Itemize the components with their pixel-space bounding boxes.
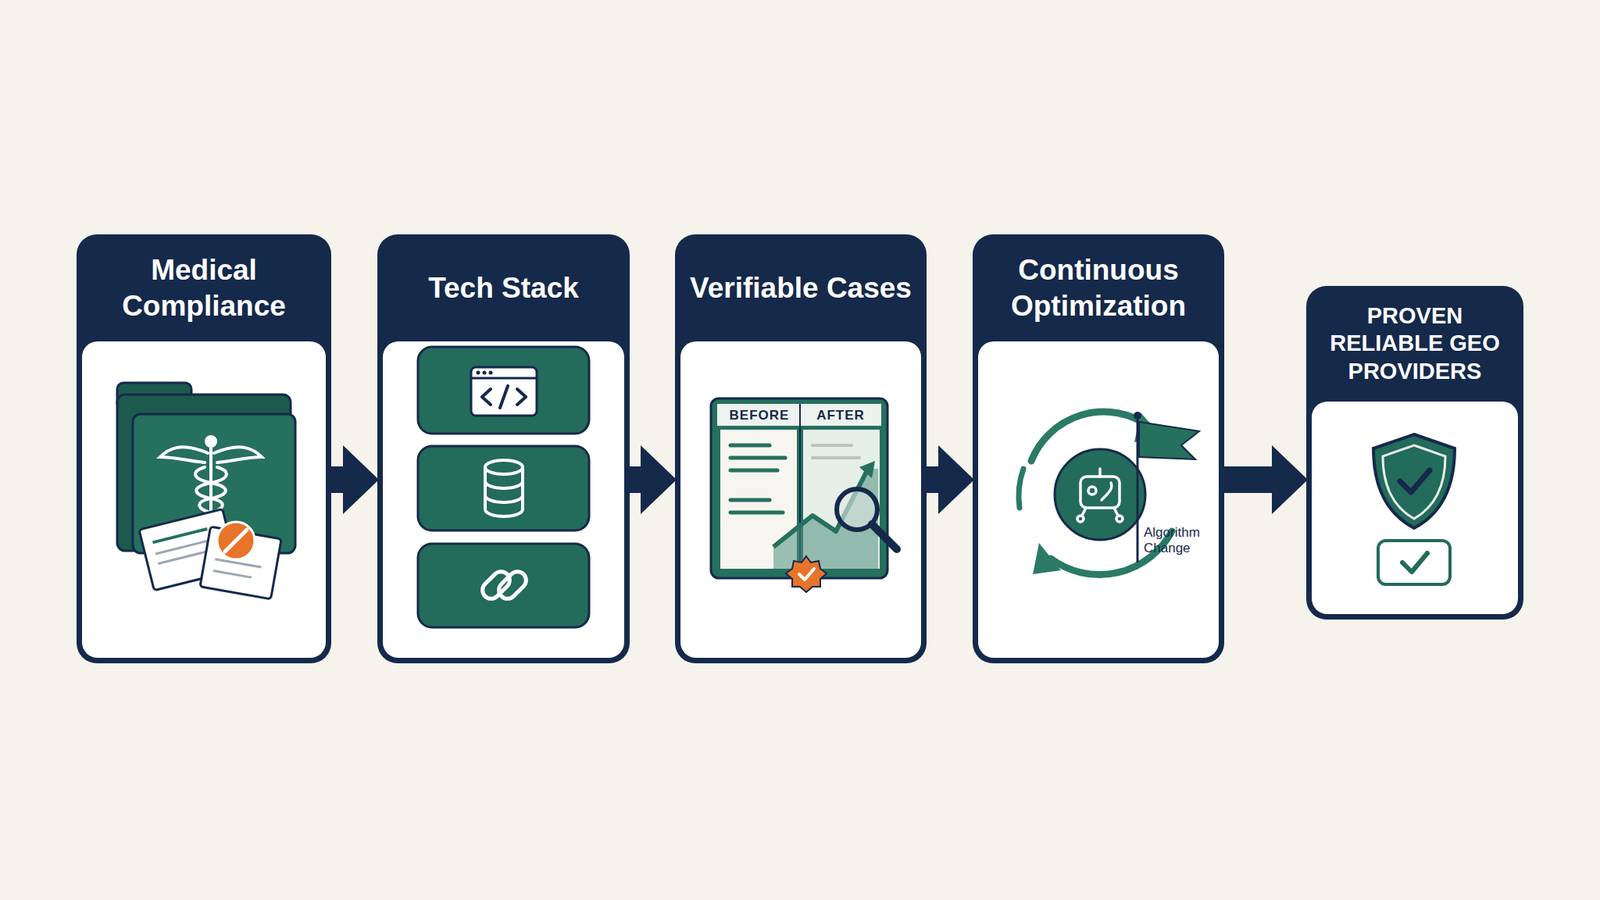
- header-text: Continuous Optimization: [983, 252, 1214, 323]
- tech-stack-icons: [417, 346, 590, 628]
- flow-arrow: [925, 445, 975, 515]
- box-header: Tech Stack: [377, 234, 630, 342]
- annotation-label: Algorithm Change: [1143, 525, 1218, 556]
- box-header: PROVEN RELIABLE GEO PROVIDERS: [1306, 285, 1524, 402]
- header-text: Medical Compliance: [87, 252, 321, 323]
- box-header: Medical Compliance: [76, 234, 332, 342]
- header-text: PROVEN RELIABLE GEO PROVIDERS: [1317, 302, 1513, 386]
- header-text: Tech Stack: [428, 270, 579, 306]
- annotation-label: AFTER: [816, 407, 865, 424]
- flow-arrow: [628, 445, 677, 515]
- header-text: Verifiable Cases: [689, 270, 912, 306]
- box-header: Verifiable Cases: [675, 234, 927, 342]
- flow-arrow: [329, 445, 379, 515]
- box-header: Continuous Optimization: [972, 234, 1225, 342]
- before-after-report: [710, 398, 897, 593]
- annotation-label: BEFORE: [729, 407, 790, 424]
- flow-arrow: [1222, 445, 1308, 515]
